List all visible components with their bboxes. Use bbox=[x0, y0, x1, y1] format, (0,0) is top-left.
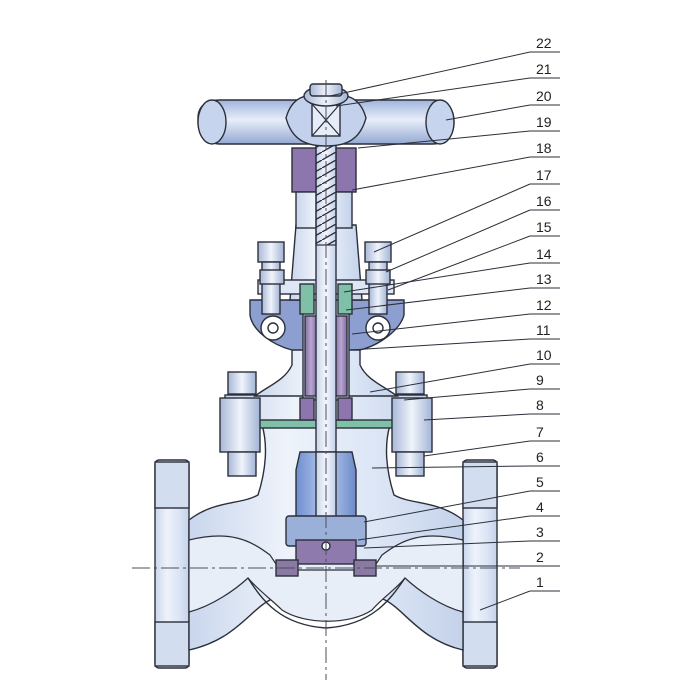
callout-leader-21 bbox=[335, 77, 531, 107]
callout-number-15: 15 bbox=[536, 219, 552, 235]
callout-number-7: 7 bbox=[536, 424, 544, 440]
callout-leader-17 bbox=[373, 183, 531, 253]
callout-leader-16 bbox=[385, 209, 531, 273]
handwheel bbox=[197, 93, 455, 147]
callout-leader-20 bbox=[445, 104, 531, 121]
right-flange-bolt-bottom bbox=[462, 621, 498, 667]
callout-number-6: 6 bbox=[536, 449, 544, 465]
callout-number-20: 20 bbox=[536, 88, 552, 104]
callout-leader-6 bbox=[371, 465, 531, 469]
callout-leader-10 bbox=[369, 363, 531, 393]
callout-number-19: 19 bbox=[536, 114, 552, 130]
callout-number-14: 14 bbox=[536, 246, 552, 262]
callout-leader-3 bbox=[363, 540, 531, 549]
callout-leader-9 bbox=[403, 388, 531, 401]
callout-number-16: 16 bbox=[536, 193, 552, 209]
callout-number-5: 5 bbox=[536, 474, 544, 490]
callout-leader-18 bbox=[351, 156, 531, 191]
callout-number-2: 2 bbox=[536, 549, 544, 565]
gland-bolt-right bbox=[364, 241, 392, 341]
callout-leader-7 bbox=[423, 440, 531, 457]
gland-seal-left bbox=[299, 283, 315, 315]
callout-number-3: 3 bbox=[536, 524, 544, 540]
packing-right bbox=[334, 315, 348, 397]
callout-number-1: 1 bbox=[536, 574, 544, 590]
callout-leader-5 bbox=[363, 490, 531, 523]
callout-number-21: 21 bbox=[536, 61, 552, 77]
callout-number-9: 9 bbox=[536, 372, 544, 388]
left-flange-bolt-bottom bbox=[154, 621, 190, 667]
callout-leader-12 bbox=[351, 313, 531, 335]
packing-left bbox=[304, 315, 318, 397]
bonnet-bolt-left bbox=[219, 371, 261, 477]
callout-leader-8 bbox=[423, 413, 531, 421]
callout-number-17: 17 bbox=[536, 167, 552, 183]
callout-number-4: 4 bbox=[536, 499, 544, 515]
callout-number-8: 8 bbox=[536, 397, 544, 413]
callout-leader-4 bbox=[357, 515, 531, 541]
callout-number-13: 13 bbox=[536, 271, 552, 287]
callout-number-18: 18 bbox=[536, 140, 552, 156]
backseat-left bbox=[299, 397, 315, 421]
left-flange-bolt-top bbox=[154, 461, 190, 509]
callout-leader-22 bbox=[329, 51, 531, 97]
gland-bolt-left bbox=[257, 241, 286, 341]
callout-leader-14 bbox=[343, 262, 531, 293]
callout-number-12: 12 bbox=[536, 297, 552, 313]
callout-number-10: 10 bbox=[536, 347, 552, 363]
callout-leader-13 bbox=[345, 287, 531, 311]
callout-leader-11 bbox=[349, 338, 531, 351]
callout-leader-19 bbox=[357, 130, 531, 149]
callout-leader-1 bbox=[479, 590, 531, 611]
right-flange-bolt-top bbox=[462, 461, 498, 509]
callout-number-11: 11 bbox=[536, 322, 551, 338]
bonnet-bolt-right bbox=[391, 371, 433, 477]
callout-number-22: 22 bbox=[536, 35, 552, 51]
backseat-right bbox=[337, 397, 353, 421]
